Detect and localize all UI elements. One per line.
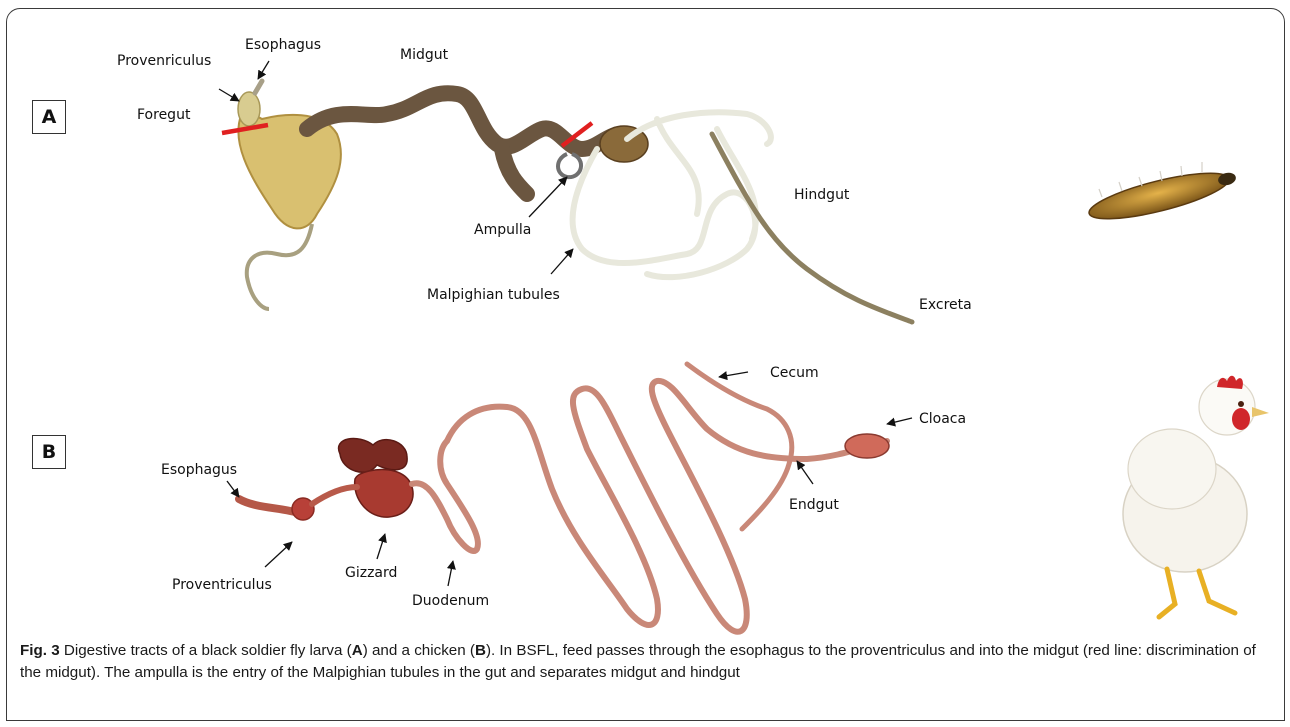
label-a-esophagus: Esophagus xyxy=(245,37,321,53)
caption-text-1: Digestive tracts of a black soldier fly … xyxy=(60,642,352,659)
label-b-cloaca: Cloaca xyxy=(919,411,966,427)
arrow-b-endgut xyxy=(797,461,813,484)
caption-ref-b: B xyxy=(475,642,486,659)
label-a-excreta: Excreta xyxy=(919,297,972,313)
bsfl-hindgut-shape xyxy=(712,134,912,322)
label-a-midgut: Midgut xyxy=(400,47,449,63)
label-a-proventriculus: Provenriculus xyxy=(117,53,211,69)
label-b-endgut: Endgut xyxy=(789,497,839,513)
chicken-liver-shape xyxy=(339,439,408,473)
figure-illustration: Esophagus Provenriculus Foregut Midgut A… xyxy=(7,9,1285,649)
chicken-duodenum-shape xyxy=(412,441,478,551)
label-a-malpighian: Malpighian tubules xyxy=(427,287,560,303)
arrow-b-duodenum xyxy=(448,561,453,586)
bsfl-foregut-tail xyxy=(247,224,312,309)
label-b-gizzard: Gizzard xyxy=(345,565,397,581)
label-a-ampulla: Ampulla xyxy=(474,222,531,238)
caption-ref-a: A xyxy=(352,642,363,659)
chicken-image xyxy=(1123,376,1269,617)
bsfl-midgut-shape xyxy=(307,93,622,149)
label-b-esophagus: Esophagus xyxy=(161,462,237,478)
arrow-b-gizzard xyxy=(377,534,385,559)
arrow-b-cecum xyxy=(719,372,748,377)
arrow-a-ampulla xyxy=(529,177,567,217)
label-b-cecum: Cecum xyxy=(770,365,819,381)
figure-frame: Esophagus Provenriculus Foregut Midgut A… xyxy=(6,8,1285,721)
label-a-hindgut: Hindgut xyxy=(794,187,850,203)
bsfl-proventriculus-shape xyxy=(238,92,260,126)
arrow-b-esophagus xyxy=(227,481,239,497)
panel-a-tag: A xyxy=(32,100,66,134)
chicken-gizzard-shape xyxy=(355,470,413,518)
arrow-a-esophagus xyxy=(258,61,269,79)
panel-b-labels: Esophagus Proventriculus Gizzard Duodenu… xyxy=(161,365,966,609)
chicken-cloaca-shape xyxy=(845,434,889,458)
caption-text-2: ) and a chicken ( xyxy=(363,642,475,659)
caption-fig-label: Fig. 3 xyxy=(20,642,60,659)
figure-caption: Fig. 3 Digestive tracts of a black soldi… xyxy=(20,640,1275,684)
arrow-a-proventriculus xyxy=(219,89,239,101)
bsfl-esophagus-shape xyxy=(255,81,262,93)
larva-image xyxy=(1086,162,1238,228)
label-b-duodenum: Duodenum xyxy=(412,593,489,609)
label-a-foregut: Foregut xyxy=(137,107,191,123)
arrow-b-proventriculus xyxy=(265,542,292,567)
label-b-proventriculus: Proventriculus xyxy=(172,577,272,593)
arrow-a-malpighian xyxy=(551,249,573,274)
arrow-b-cloaca xyxy=(887,418,912,424)
panel-b-tag: B xyxy=(32,435,66,469)
